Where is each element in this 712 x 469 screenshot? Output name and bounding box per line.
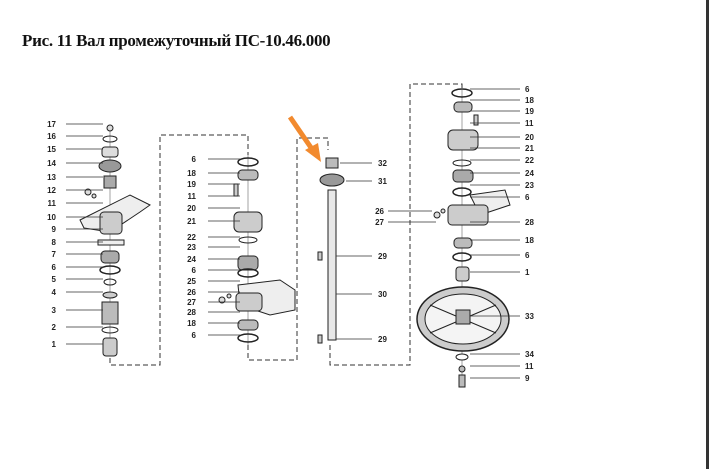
part-callout-27: 27 <box>187 298 196 307</box>
part-callout-19: 19 <box>187 180 196 189</box>
part-callout-2: 2 <box>52 323 57 332</box>
part-callout-18: 18 <box>187 169 196 178</box>
part-callout-18: 18 <box>525 96 534 105</box>
part-callout-19: 19 <box>525 107 534 116</box>
assembly-connector-lines <box>109 83 463 366</box>
part-callout-10: 10 <box>47 213 56 222</box>
part-callout-6: 6 <box>52 263 57 272</box>
part-callout-30: 30 <box>378 290 387 299</box>
part-callout-6: 6 <box>192 331 197 340</box>
part-callout-1: 1 <box>52 340 57 349</box>
part-callout-11: 11 <box>525 119 534 128</box>
part-callout-32: 32 <box>378 159 387 168</box>
part-callout-22: 22 <box>525 156 534 165</box>
part-callout-13: 13 <box>47 173 56 182</box>
part-callout-26: 26 <box>375 207 384 216</box>
part-callout-26: 26 <box>187 288 196 297</box>
part-callout-9: 9 <box>52 225 57 234</box>
part-callout-6: 6 <box>192 155 197 164</box>
part-callout-31: 31 <box>378 177 387 186</box>
part-callout-6: 6 <box>525 251 530 260</box>
figure-caption: Рис. 11 Вал промежуточный ПС-10.46.000 <box>22 31 331 50</box>
callout-labels: 1716151413121110987654321618191120212223… <box>47 85 534 383</box>
part-callout-20: 20 <box>187 204 196 213</box>
part-callout-11: 11 <box>188 192 197 201</box>
part-callout-18: 18 <box>525 236 534 245</box>
part-callout-6: 6 <box>525 85 530 94</box>
part-callout-24: 24 <box>525 169 534 178</box>
part-callout-29: 29 <box>378 252 387 261</box>
part-callout-34: 34 <box>525 350 534 359</box>
part-callout-20: 20 <box>525 133 534 142</box>
part-callout-21: 21 <box>525 144 534 153</box>
part-callout-11: 11 <box>48 199 57 208</box>
page-edge <box>706 0 709 469</box>
part-callout-23: 23 <box>187 243 196 252</box>
part-callout-22: 22 <box>187 233 196 242</box>
part-callout-28: 28 <box>525 218 534 227</box>
part-callout-28: 28 <box>187 308 196 317</box>
part-callout-11: 11 <box>525 362 534 371</box>
part-callout-23: 23 <box>525 181 534 190</box>
part-callout-7: 7 <box>52 250 57 259</box>
parts-drawing <box>79 88 511 388</box>
part-callout-6: 6 <box>192 266 197 275</box>
part-callout-33: 33 <box>525 312 534 321</box>
part-callout-6: 6 <box>525 193 530 202</box>
part-callout-24: 24 <box>187 255 196 264</box>
part-callout-15: 15 <box>47 145 56 154</box>
part-callout-16: 16 <box>47 132 56 141</box>
part-callout-17: 17 <box>47 120 56 129</box>
part-callout-27: 27 <box>375 218 384 227</box>
part-callout-5: 5 <box>52 275 57 284</box>
part-callout-3: 3 <box>52 306 57 315</box>
part-callout-1: 1 <box>525 268 530 277</box>
part-callout-12: 12 <box>47 186 56 195</box>
part-callout-14: 14 <box>47 159 56 168</box>
part-callout-8: 8 <box>52 238 57 247</box>
part-callout-29: 29 <box>378 335 387 344</box>
part-callout-9: 9 <box>525 374 530 383</box>
part-callout-4: 4 <box>52 288 57 297</box>
part-callout-21: 21 <box>187 217 196 226</box>
part-callout-25: 25 <box>187 277 196 286</box>
highlight-arrow <box>287 115 321 162</box>
part-callout-18: 18 <box>187 319 196 328</box>
